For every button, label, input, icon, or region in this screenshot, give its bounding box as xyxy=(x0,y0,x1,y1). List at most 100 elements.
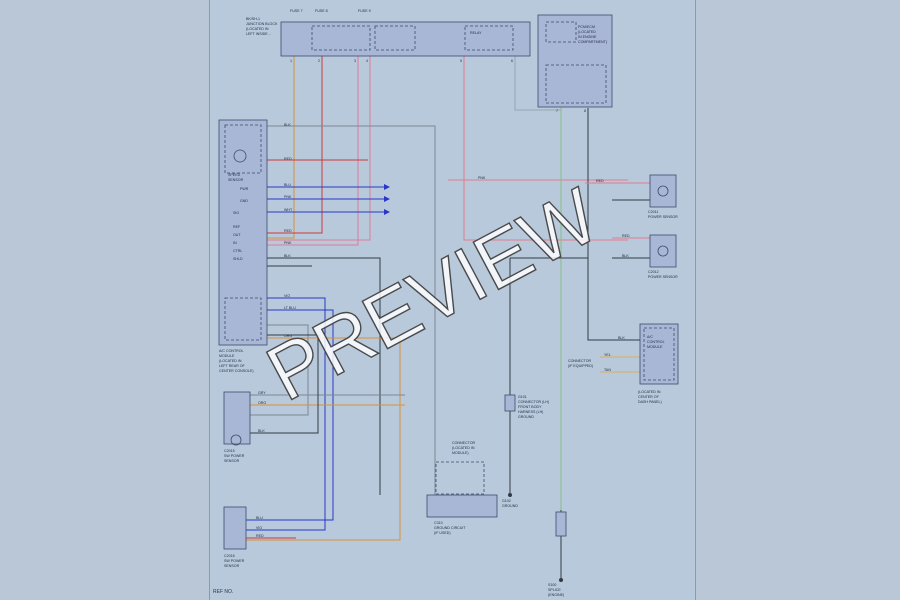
label-rs-top-1: C2011 xyxy=(648,210,658,214)
wire-red-1 xyxy=(267,55,323,234)
label-sensor-low-2: SW POWER xyxy=(224,559,245,563)
lower-left-sensor-box xyxy=(223,391,251,446)
pin-number: 6 xyxy=(511,59,513,63)
right-sensor-top xyxy=(649,174,677,208)
wire-red-2 xyxy=(463,55,628,241)
label-g101-2: CONNECTOR (LH) xyxy=(518,400,549,404)
label-rm-cap-3: DASH PANEL) xyxy=(638,400,662,404)
wire-code: TAN xyxy=(604,368,611,372)
label-rs-mid-1: C2012 xyxy=(648,270,659,274)
footer-ref: REF NO. xyxy=(213,589,234,595)
wire-code: LT BLU xyxy=(284,306,296,310)
wire-pink-2 xyxy=(267,55,371,241)
mid-connector xyxy=(504,394,516,497)
wire-code: BLK xyxy=(284,123,291,127)
label-acm-2: MODULE xyxy=(219,354,235,358)
wire-violet-1 xyxy=(245,297,326,531)
label-ground-circuit-3: (IF USED) xyxy=(434,531,451,535)
wire-grey-1 xyxy=(267,125,436,495)
label-g101-1: G101 xyxy=(518,395,527,399)
label-jb-4: LEFT INSIDE... xyxy=(246,32,271,36)
sensor-icon xyxy=(657,185,669,197)
label-pcm-2: (LOCATED xyxy=(578,30,596,34)
top-right-pcm-box xyxy=(537,14,613,108)
pin-label: GND xyxy=(240,199,248,203)
bus-arrows xyxy=(384,184,390,215)
top-left-junction-box xyxy=(280,21,531,57)
label-relay: RELAY xyxy=(470,31,482,35)
pin-number: 1 xyxy=(290,59,292,63)
right-module-box xyxy=(639,323,679,385)
wire-orange-2 xyxy=(245,337,401,541)
pin-label: PWR xyxy=(240,187,249,191)
label-rm-cap-1: (LOCATED IN xyxy=(638,390,661,394)
wire-code: PNK xyxy=(478,176,486,180)
sensor-icon xyxy=(657,245,669,257)
wire-code: YEL xyxy=(604,353,611,357)
label-conn-top-2: (LOCATED IN xyxy=(452,446,475,450)
label-rs-top-2: POWER SENSOR xyxy=(648,215,678,219)
pin-number: 3 xyxy=(354,59,356,63)
arrow-icon xyxy=(384,184,390,190)
left-main-box xyxy=(218,119,268,346)
pin-label: SHLD xyxy=(233,257,243,261)
wire-code: WHT xyxy=(284,208,293,212)
label-pcm-4: COMPARTMENT) xyxy=(578,40,607,44)
wire-code: BLK xyxy=(618,336,625,340)
label-sensor-mid-3: SENSOR xyxy=(224,459,240,463)
wire-code: BLU xyxy=(284,183,291,187)
pin-label: SIG xyxy=(233,211,239,215)
label-ground-circuit-2: GROUND CIRCUIT xyxy=(434,526,466,530)
wire-code: GRY xyxy=(258,391,266,395)
label-s100-1: S100 xyxy=(548,583,556,587)
label-conn-top-1: CONNECTOR xyxy=(452,441,475,445)
label-speed-1: SPEED xyxy=(228,173,241,177)
wires xyxy=(245,55,650,580)
arrow-icon xyxy=(384,196,390,202)
wire-code: VIO xyxy=(256,526,262,530)
label-fuse-1: FUSE 7 xyxy=(290,9,303,13)
bottom-splice xyxy=(555,511,567,582)
wire-code: RED xyxy=(256,534,264,538)
wire-grey-4 xyxy=(250,324,309,416)
label-sensor-mid-2: SW POWER xyxy=(224,454,245,458)
label-rm-3: MODULE xyxy=(647,345,663,349)
wire-code: PNK xyxy=(284,195,292,199)
wire-violet-2 xyxy=(245,309,334,521)
label-g101-4: HARNESS (LH) xyxy=(518,410,543,414)
wire-black-1 xyxy=(587,108,640,341)
label-jb-3: (LOCATED IN xyxy=(246,27,269,31)
label-connector-2: (IF EQUIPPED) xyxy=(568,364,593,368)
sensor-icon xyxy=(233,149,247,163)
wire-code: RED xyxy=(284,157,292,161)
sensor-icon xyxy=(230,434,242,446)
wire-code: BLU xyxy=(256,516,263,520)
wire-code: ORG xyxy=(284,334,292,338)
pin-number: 7 xyxy=(556,109,558,113)
wire-orange-1 xyxy=(267,55,295,239)
wire-code: BLK xyxy=(284,254,291,258)
pin-number: 2 xyxy=(318,59,320,63)
pin-label: OUT xyxy=(233,233,241,237)
label-connector-1: CONNECTOR xyxy=(568,359,591,363)
label-sensor-low-3: SENSOR xyxy=(224,564,240,568)
labels: BK/SH-1 JUNCTION BLOCK (LOCATED IN LEFT … xyxy=(219,9,678,597)
wire-pink-1 xyxy=(267,55,359,246)
label-g102-1: G102 xyxy=(502,499,511,503)
label-acm-4: LEFT REAR OF xyxy=(219,364,245,368)
label-g101-3: FRONT BODY xyxy=(518,405,542,409)
label-conn-top-3: MODULE) xyxy=(452,451,469,455)
wire-code: RED xyxy=(622,234,630,238)
wire-black-4 xyxy=(250,334,319,434)
bottom-left-sensor-box xyxy=(223,506,247,550)
label-sensor-mid-1: C2015 xyxy=(224,449,235,453)
ground-icon xyxy=(508,493,512,497)
wire-grey-2 xyxy=(514,55,561,111)
pin-label: IN xyxy=(233,241,237,245)
preview-watermark: PREVIEW xyxy=(253,171,612,418)
label-s100-3: (ENGINE) xyxy=(548,593,564,597)
wire-code: BLK xyxy=(258,429,265,433)
wire-code: VIO xyxy=(284,294,290,298)
label-sensor-low-1: C2016 xyxy=(224,554,235,558)
